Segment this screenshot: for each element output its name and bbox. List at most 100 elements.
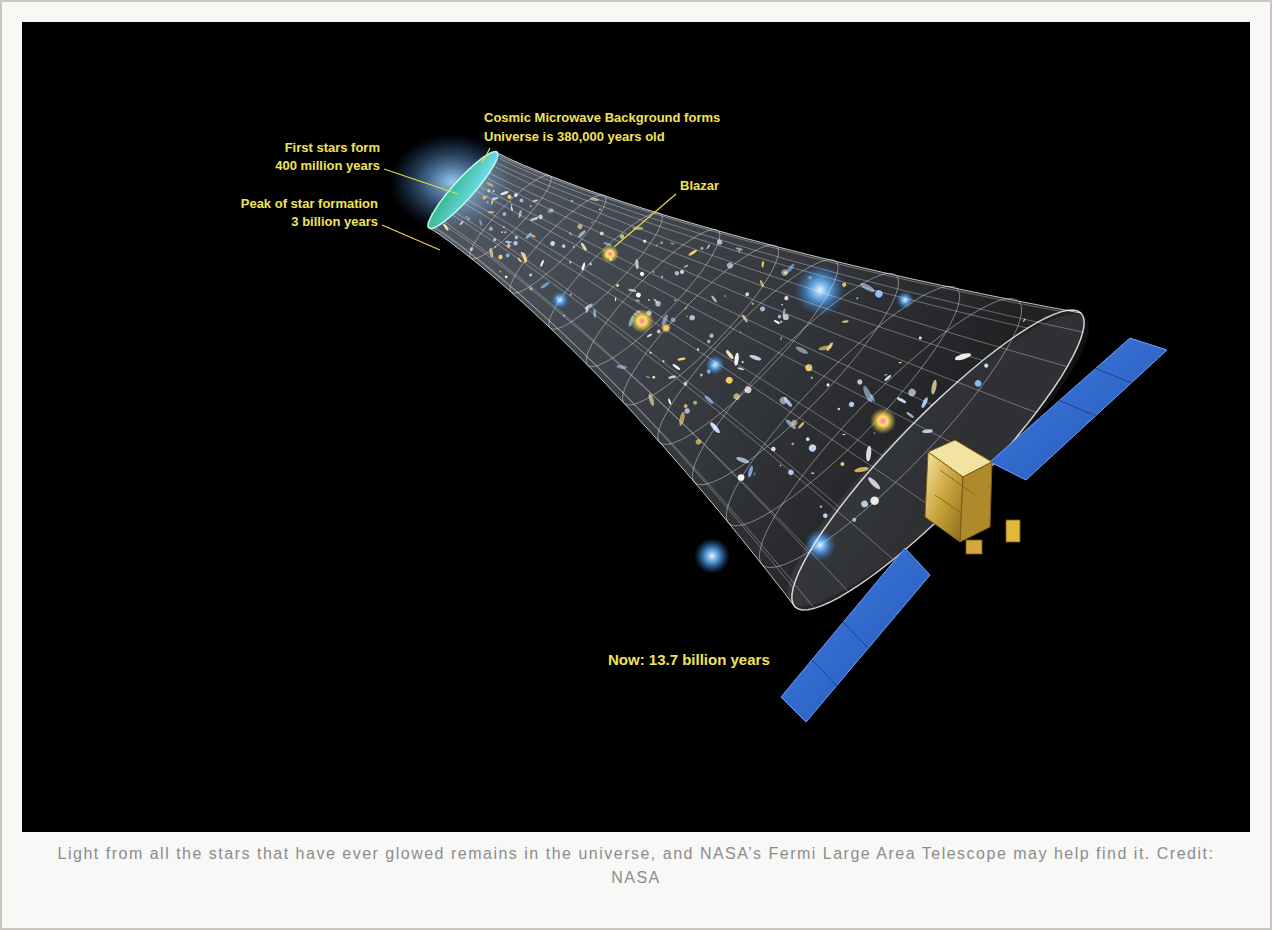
panel-seam: [1058, 400, 1096, 416]
galaxy: [656, 329, 661, 334]
galaxy: [529, 205, 532, 208]
galaxy: [930, 379, 937, 394]
galaxy: [678, 411, 685, 426]
galaxy: [706, 244, 711, 250]
galaxy: [655, 301, 661, 307]
cmb-cap: [421, 145, 504, 234]
timeline-label: 400 million years: [275, 158, 380, 174]
galaxy: [674, 270, 680, 276]
galaxy: [677, 357, 686, 361]
galaxy: [810, 376, 813, 379]
galaxy: [670, 242, 674, 245]
galaxy: [561, 244, 566, 249]
timeline-label: 3 billion years: [291, 214, 378, 230]
galaxy: [760, 306, 766, 312]
galaxy: [859, 281, 876, 293]
grid-line: [452, 215, 893, 560]
galaxy: [639, 271, 645, 277]
galaxy: [684, 264, 689, 268]
grid-ring: [760, 299, 1022, 568]
galaxy: [780, 336, 783, 340]
galaxy: [818, 345, 832, 352]
galaxy: [660, 241, 664, 245]
grid-ring: [586, 230, 720, 367]
galaxy: [465, 216, 467, 218]
galaxy: [860, 499, 869, 508]
satellite-instrument: [966, 540, 982, 554]
grid-line: [474, 165, 983, 360]
leader-line: [382, 225, 440, 250]
panel-seam: [843, 622, 868, 648]
galaxy: [753, 472, 756, 476]
grid-line: [431, 213, 809, 553]
grid-line: [439, 202, 840, 508]
galaxy: [707, 339, 711, 343]
satellite-side: [925, 452, 963, 542]
galaxy: [580, 242, 588, 252]
satellite-detail: [935, 495, 960, 512]
timeline-label: Universe is 380,000 years old: [484, 129, 665, 145]
galaxy: [674, 299, 676, 301]
galaxy: [741, 360, 744, 363]
galaxy: [570, 294, 572, 296]
galaxy: [505, 241, 512, 244]
grid-ring: [693, 273, 899, 484]
galaxy: [826, 383, 830, 387]
galaxy: [488, 226, 494, 232]
grid-line: [428, 227, 796, 607]
satellite-antenna: [1006, 520, 1020, 542]
timeline-label: Cosmic Microwave Background forms: [484, 110, 720, 126]
galaxy: [486, 201, 489, 204]
galaxy: [699, 373, 703, 377]
galaxy: [745, 292, 750, 297]
galaxy: [504, 231, 506, 233]
galaxy: [500, 190, 509, 196]
timeline-label: Blazar: [680, 178, 719, 194]
galaxy: [783, 314, 789, 320]
galaxy: [685, 408, 690, 413]
grid-line: [499, 153, 1081, 313]
galaxy: [906, 411, 915, 419]
blazar-dot: [630, 309, 654, 333]
galaxy: [689, 314, 696, 321]
galaxy: [652, 375, 656, 379]
galaxy: [501, 231, 503, 233]
grid-ring: [726, 286, 959, 525]
galaxy: [498, 254, 503, 259]
galaxy: [591, 222, 593, 224]
grid-line: [499, 158, 1083, 332]
galaxy: [842, 320, 849, 323]
galaxy: [725, 349, 735, 360]
galaxy: [779, 464, 781, 466]
galaxy: [805, 437, 810, 442]
panel-seam: [812, 660, 837, 686]
universe-cone: [427, 153, 1117, 635]
galaxy: [884, 374, 892, 381]
blazar-dot: [601, 245, 619, 263]
galaxy: [725, 376, 734, 385]
galaxy: [529, 273, 533, 277]
galaxy: [856, 297, 859, 300]
timeline-label: Peak of star formation: [241, 196, 378, 212]
galaxy: [867, 476, 882, 491]
galaxy: [780, 320, 783, 323]
blazar-dot: [661, 323, 671, 333]
black-sky: [22, 22, 1250, 832]
timeline-label: Now: 13.7 billion years: [608, 651, 770, 669]
galaxy: [648, 299, 651, 302]
fermi-satellite: [781, 338, 1167, 722]
grid-line: [477, 191, 994, 464]
leader-line: [614, 194, 676, 247]
cone-mouth: [759, 285, 1116, 635]
galaxy: [711, 295, 718, 303]
galaxy: [549, 240, 556, 247]
galaxy: [784, 296, 789, 301]
galaxy: [502, 211, 507, 216]
blazar-dot: [870, 408, 896, 434]
galaxy: [822, 513, 828, 519]
galaxy: [784, 397, 787, 400]
galaxy: [647, 333, 653, 338]
galaxy: [513, 241, 518, 246]
galaxy: [492, 190, 494, 192]
galaxy: [700, 246, 704, 250]
